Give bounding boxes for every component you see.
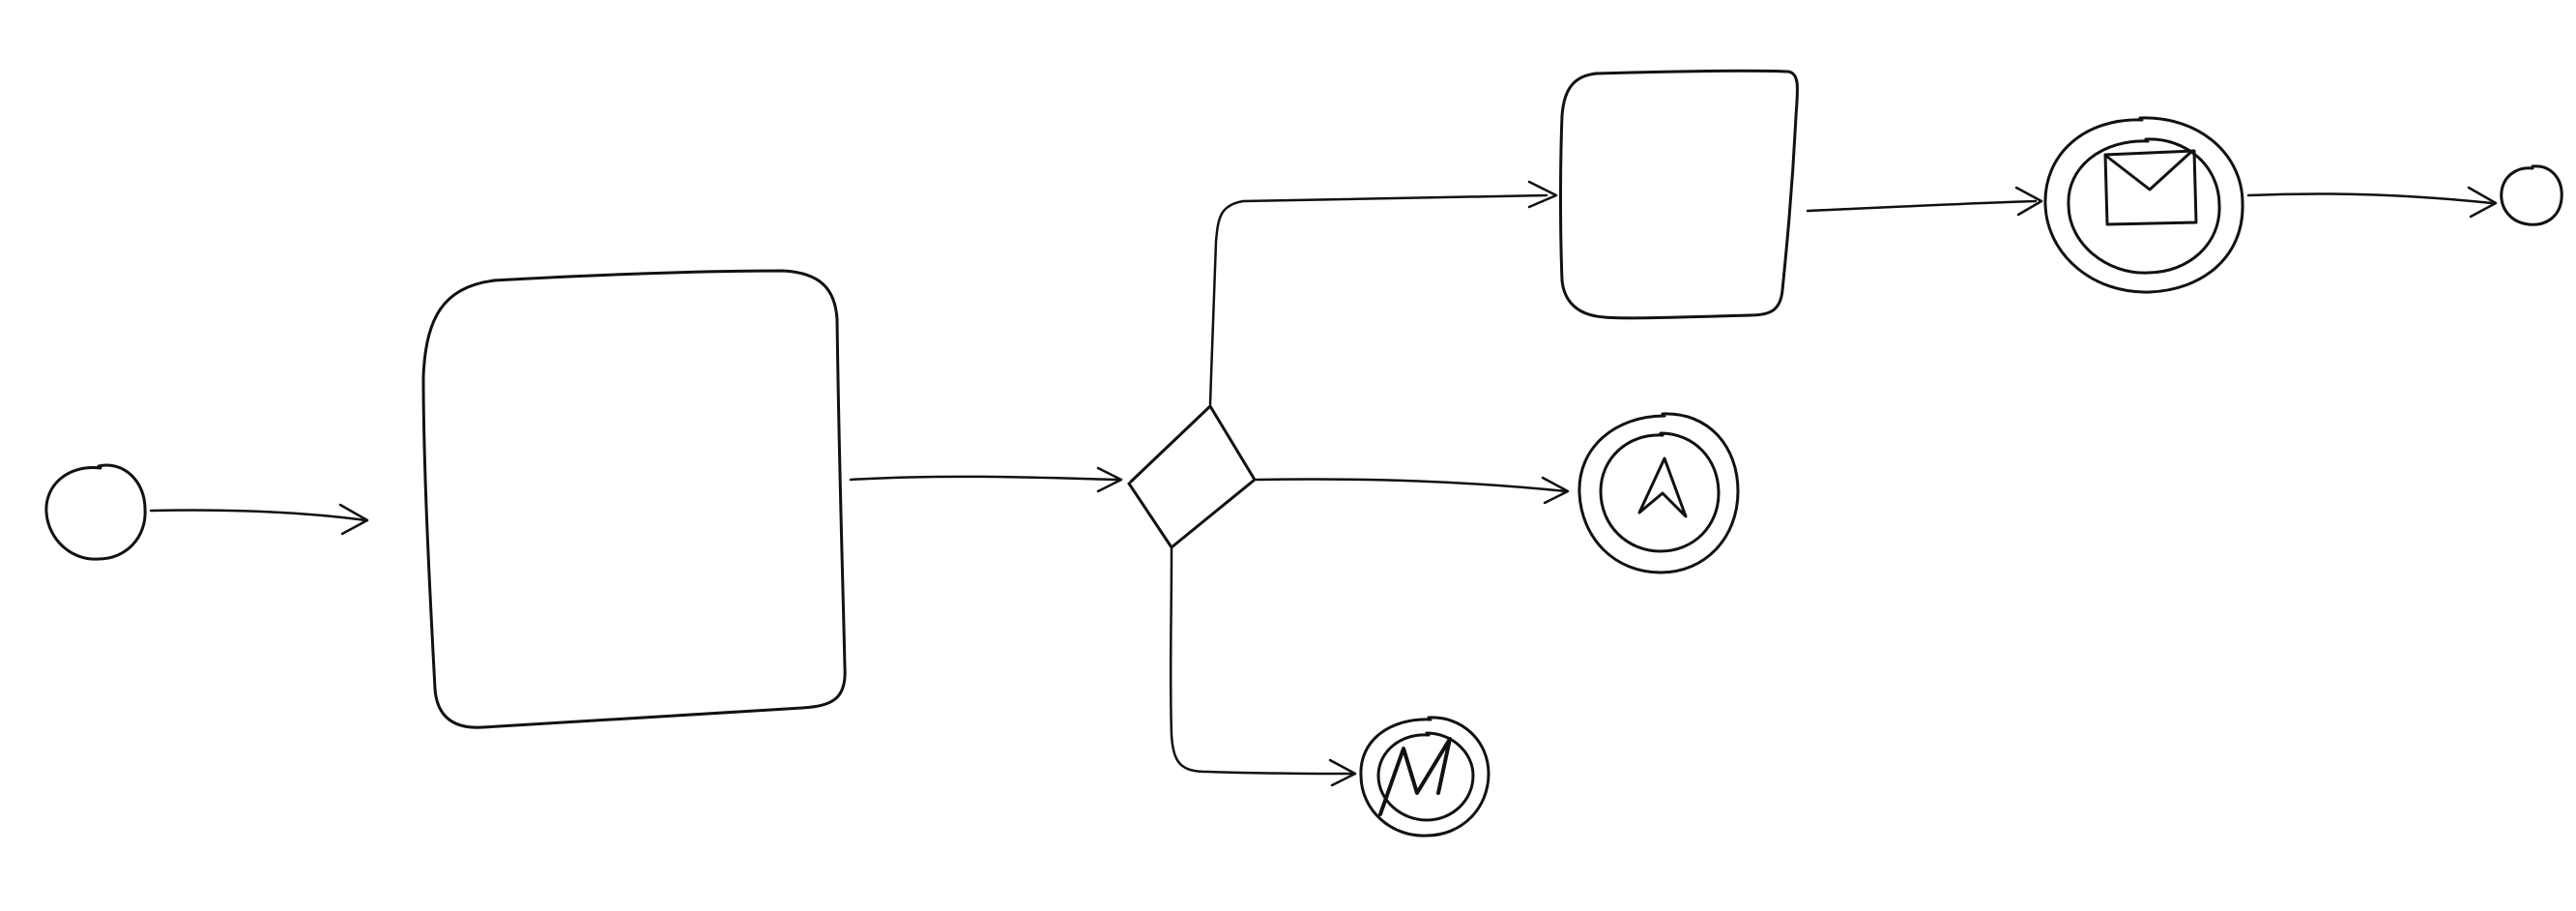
message-intermediate-event[interactable] [2043,116,2244,294]
task-2[interactable] [1559,69,1800,320]
flow-gateway-to-task-2[interactable] [1208,180,1558,406]
end-event-top[interactable] [2500,164,2563,226]
flow-message-event-to-end-event[interactable] [2246,186,2498,219]
escalation-intermediate-event[interactable] [1577,412,1740,574]
start-event[interactable] [44,463,147,561]
escalation-arrow-icon [1637,456,1688,518]
flow-gateway-to-escalation-event[interactable] [1255,476,1570,505]
flow-gateway-to-error-event[interactable] [1169,547,1357,787]
flow-start-to-task-1[interactable] [149,503,369,536]
flow-task-2-to-message-event[interactable] [1806,186,2043,217]
envelope-icon [2103,149,2198,226]
lightning-icon [1378,737,1452,816]
task-1[interactable] [421,269,847,729]
flow-task-1-to-gateway[interactable] [849,466,1123,493]
exclusive-gateway[interactable] [1127,404,1257,549]
error-intermediate-event[interactable] [1359,716,1491,838]
